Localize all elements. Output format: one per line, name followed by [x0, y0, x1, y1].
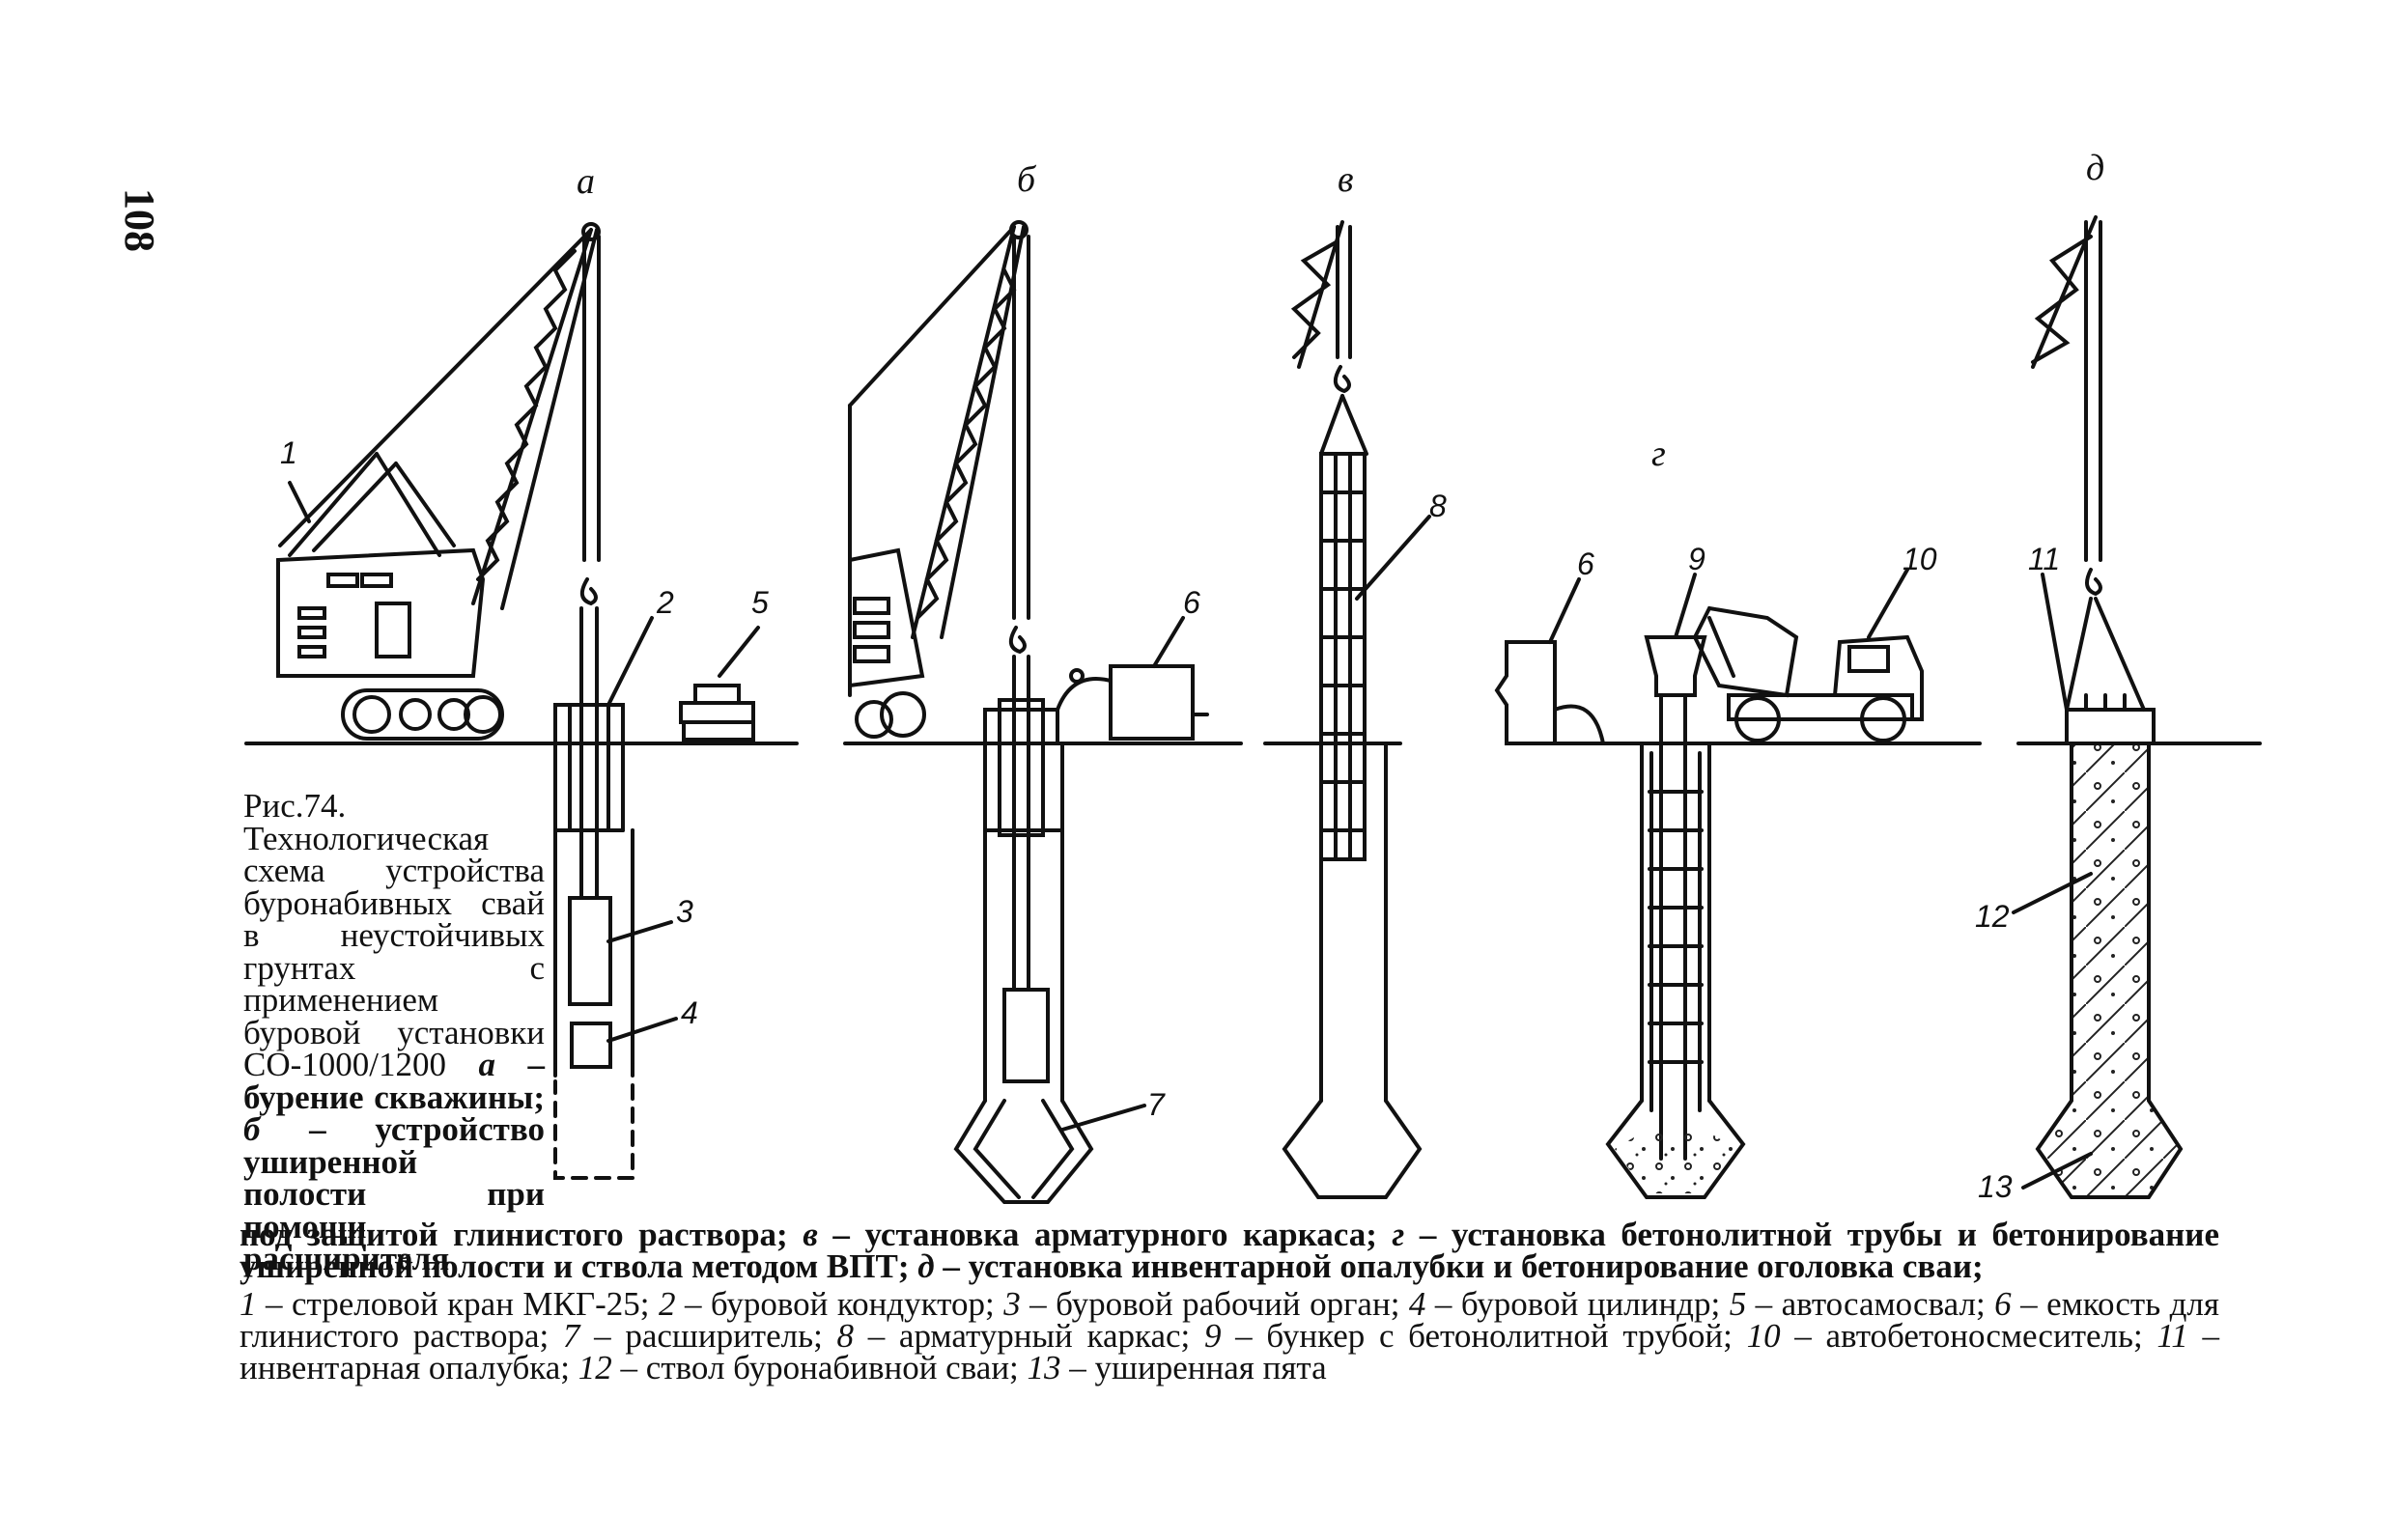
- crane-d: [2031, 215, 2156, 745]
- legend-num: 5: [1729, 1285, 1747, 1323]
- dump-truck-5: [288, 481, 760, 742]
- callout-5: 5: [751, 585, 769, 620]
- legend-text: – буровой кондуктор;: [675, 1285, 1004, 1323]
- caption-lead: Рис.74. Технологическая схема устройства…: [243, 787, 545, 1083]
- callout-2: 2: [656, 585, 674, 620]
- callout-12-line: [2012, 872, 2093, 914]
- legend-num: 10: [1746, 1317, 1781, 1355]
- caption-d-letter: д: [917, 1247, 935, 1285]
- caption-a-letter: а: [478, 1046, 496, 1083]
- callout-1: 1: [280, 435, 297, 470]
- legend-text: – бункер с бетонолитной трубой;: [1221, 1317, 1747, 1355]
- callout-3: 3: [676, 894, 693, 929]
- crane-v: [1290, 220, 1368, 456]
- caption-v-letter: в: [803, 1216, 818, 1253]
- legend-text: – ствол буронабивной сваи;: [611, 1349, 1028, 1386]
- legend-num: 1: [240, 1285, 257, 1323]
- legend-text: – автосамосвал;: [1746, 1285, 1995, 1323]
- legend-text: – буровой цилиндр;: [1425, 1285, 1730, 1323]
- pile-b: [953, 655, 1146, 1204]
- page-number: 108: [116, 188, 163, 252]
- callout-8: 8: [1429, 489, 1447, 523]
- legend: 1 – стреловой кран МКГ-25; 2 – буровой к…: [240, 1285, 2220, 1386]
- stage-label-b: б: [1017, 159, 1037, 200]
- stage-label-a: а: [577, 161, 595, 202]
- hopper-9: [1644, 573, 1707, 1161]
- caption-v-text: – установка арматурного каркаса;: [817, 1216, 1393, 1253]
- caption-g-letter: г: [1392, 1216, 1405, 1253]
- caption-b-letter: б: [243, 1110, 261, 1148]
- clay-tank-6-b: [1056, 616, 1209, 741]
- legend-text: – буровой рабочий орган;: [1020, 1285, 1409, 1323]
- callout-6-g: 6: [1577, 546, 1594, 581]
- callout-13: 13: [1978, 1169, 2013, 1204]
- legend-text: – емкость для глинистого раствора;: [240, 1285, 2219, 1355]
- caption-g-text: – установка бетонолитной трубы и бетонир…: [240, 1216, 2220, 1285]
- callout-7: 7: [1147, 1087, 1166, 1122]
- legend-num: 13: [1027, 1349, 1061, 1386]
- caption-rest-1: под защитой глинистого раствора;: [240, 1216, 803, 1253]
- callout-12: 12: [1975, 899, 2010, 934]
- legend-text: – стреловой кран МКГ-25;: [256, 1285, 659, 1323]
- crane-b: [848, 220, 1030, 739]
- legend-num: 9: [1203, 1317, 1222, 1355]
- figure-caption-side: Рис.74. Технологическая схема устройства…: [243, 787, 545, 1277]
- legend-num: 12: [578, 1349, 612, 1386]
- legend-text: – арматурный каркас;: [854, 1317, 1204, 1355]
- legend-num: 8: [836, 1317, 855, 1355]
- legend-text: – уширенная пята: [1060, 1349, 1327, 1386]
- legend-num: 6: [1994, 1285, 2012, 1323]
- legend-text: – расширитель;: [579, 1317, 837, 1355]
- callout-4: 4: [681, 995, 698, 1030]
- caption-d-text: – установка инвентарной опалубки и бетон…: [934, 1247, 1984, 1285]
- callout-9: 9: [1688, 542, 1705, 576]
- stage-label-v: в: [1338, 159, 1354, 200]
- mixer-truck-10: [1692, 568, 1924, 742]
- callout-11: 11: [2028, 542, 2060, 576]
- caption-b-text: – устройство уширенной полости при помощ…: [243, 1110, 545, 1277]
- figure-caption-bottom: под защитой глинистого раствора; в – уст…: [240, 1216, 2220, 1285]
- legend-text: – инвентарная опалубка;: [240, 1317, 2220, 1386]
- callout-10: 10: [1903, 542, 1937, 576]
- callout-6-b: 6: [1183, 585, 1200, 620]
- legend-num: 4: [1408, 1285, 1426, 1323]
- concrete-pile-d: [2035, 742, 2184, 1199]
- pile-g: [1605, 742, 1746, 1199]
- legend-text: – автобетоносмеситель;: [1780, 1317, 2157, 1355]
- cage-v: [1282, 452, 1431, 1199]
- legend-num: 11: [2156, 1317, 2188, 1355]
- callout-13-line: [2021, 1152, 2093, 1190]
- legend-num: 2: [658, 1285, 676, 1323]
- stage-label-d: д: [2086, 148, 2104, 188]
- stage-label-g: г: [1651, 434, 1666, 474]
- legend-num: 7: [562, 1317, 580, 1355]
- legend-num: 3: [1003, 1285, 1021, 1323]
- tank-6-g: [1494, 577, 1605, 745]
- pile-a: [553, 606, 678, 1180]
- concrete-heel-g: [1615, 1130, 1736, 1193]
- crane-a: [276, 222, 601, 741]
- caption-a-text: – бурение скважины;: [243, 1046, 545, 1116]
